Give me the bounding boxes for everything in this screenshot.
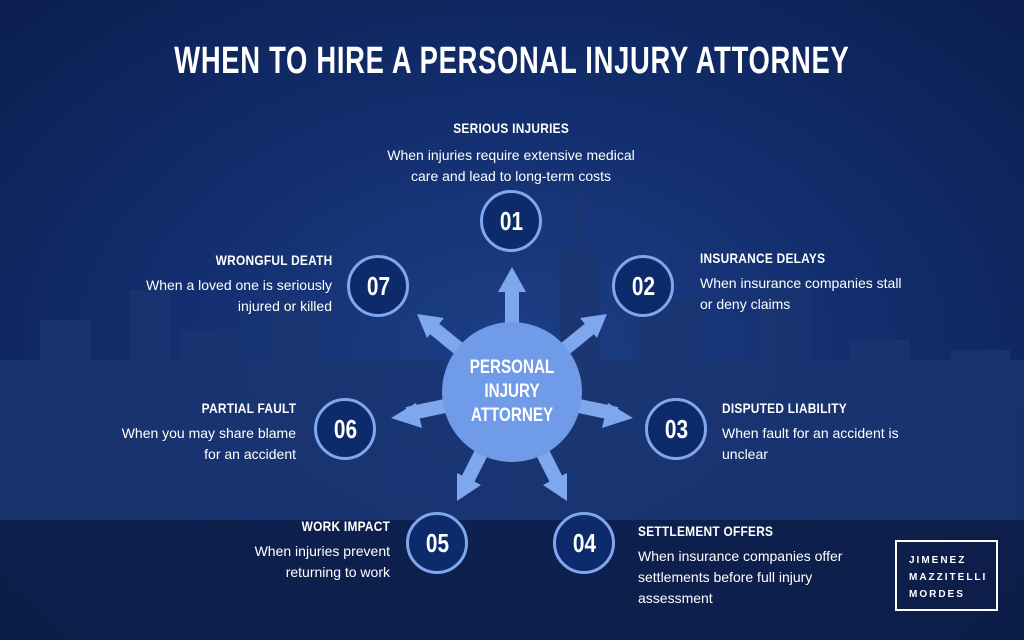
- item-heading: WRONGFUL DEATH: [215, 252, 332, 268]
- number-circle-03: 03: [645, 398, 707, 460]
- item-heading: DISPUTED LIABILITY: [722, 400, 847, 416]
- number-circle-01: 01: [480, 190, 542, 252]
- number-circle-02: 02: [612, 255, 674, 317]
- item-text: When injuries prevent returning to work: [254, 543, 390, 580]
- item-disputed-liability: DISPUTED LIABILITY When fault for an acc…: [722, 398, 902, 465]
- center-circle: PERSONAL INJURY ATTORNEY: [442, 322, 582, 462]
- item-serious-injuries: SERIOUS INJURIES When injuries require e…: [356, 118, 666, 187]
- number-circle-05: 05: [406, 512, 468, 574]
- item-heading: PARTIAL FAULT: [201, 400, 296, 416]
- item-partial-fault: PARTIAL FAULT When you may share blame f…: [110, 398, 296, 465]
- number-circle-07: 07: [347, 255, 409, 317]
- item-wrongful-death: WRONGFUL DEATH When a loved one is serio…: [136, 250, 332, 317]
- item-text: When you may share blame for an accident: [121, 425, 296, 462]
- item-text: When insurance companies stall or deny c…: [700, 275, 902, 312]
- item-heading: SERIOUS INJURIES: [453, 120, 569, 136]
- logo-line: JIMENEZ: [909, 555, 967, 566]
- item-settlement-offers: SETTLEMENT OFFERS When insurance compani…: [638, 521, 858, 609]
- item-text: When fault for an accident is unclear: [722, 425, 899, 462]
- logo-line: MAZZITELLI: [909, 572, 988, 583]
- logo-line: MORDES: [909, 589, 965, 600]
- item-text: When insurance companies offer settlemen…: [638, 548, 843, 606]
- item-heading: INSURANCE DELAYS: [700, 250, 826, 266]
- item-heading: SETTLEMENT OFFERS: [638, 523, 774, 539]
- item-work-impact: WORK IMPACT When injuries prevent return…: [238, 516, 390, 583]
- firm-logo: JIMENEZ MAZZITELLI MORDES: [895, 540, 998, 611]
- number-circle-04: 04: [553, 512, 615, 574]
- number-circle-06: 06: [314, 398, 376, 460]
- item-text: When a loved one is seriously injured or…: [146, 277, 332, 314]
- item-insurance-delays: INSURANCE DELAYS When insurance companie…: [700, 248, 915, 315]
- page-title: WHEN TO HIRE A PERSONAL INJURY ATTORNEY: [174, 40, 850, 82]
- item-heading: WORK IMPACT: [301, 518, 390, 534]
- item-text: When injuries require extensive medical …: [387, 147, 635, 184]
